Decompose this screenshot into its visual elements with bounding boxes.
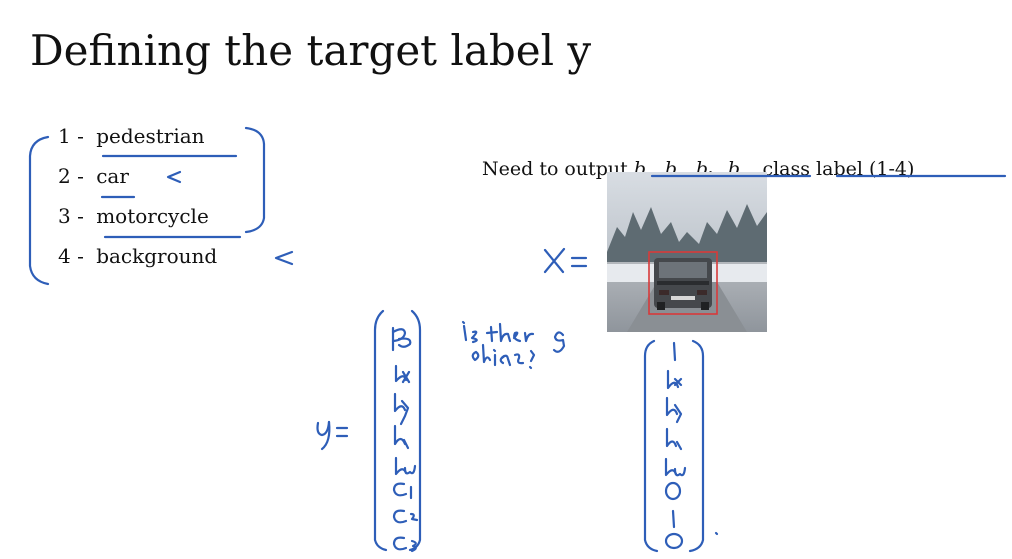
road-car-image (607, 172, 767, 332)
item-number: 1 - (58, 124, 84, 148)
list-item: 2 - car (58, 164, 129, 188)
item-number: 2 - (58, 164, 84, 188)
road-car-illustration (607, 172, 767, 332)
need-suffix: class label (1-4) (762, 158, 914, 180)
list-item: 3 - motorcycle (58, 204, 209, 228)
item-label: pedestrian (96, 124, 204, 148)
page-title: Defining the target label y (30, 30, 591, 72)
item-number: 3 - (58, 204, 84, 228)
item-label: car (96, 164, 129, 188)
item-number: 4 - (58, 244, 84, 268)
list-item: 4 - background (58, 244, 217, 268)
item-label: motorcycle (96, 204, 209, 228)
item-label: background (96, 244, 217, 268)
need-prefix: Need to output (482, 158, 628, 180)
list-item: 1 - pedestrian (58, 124, 205, 148)
